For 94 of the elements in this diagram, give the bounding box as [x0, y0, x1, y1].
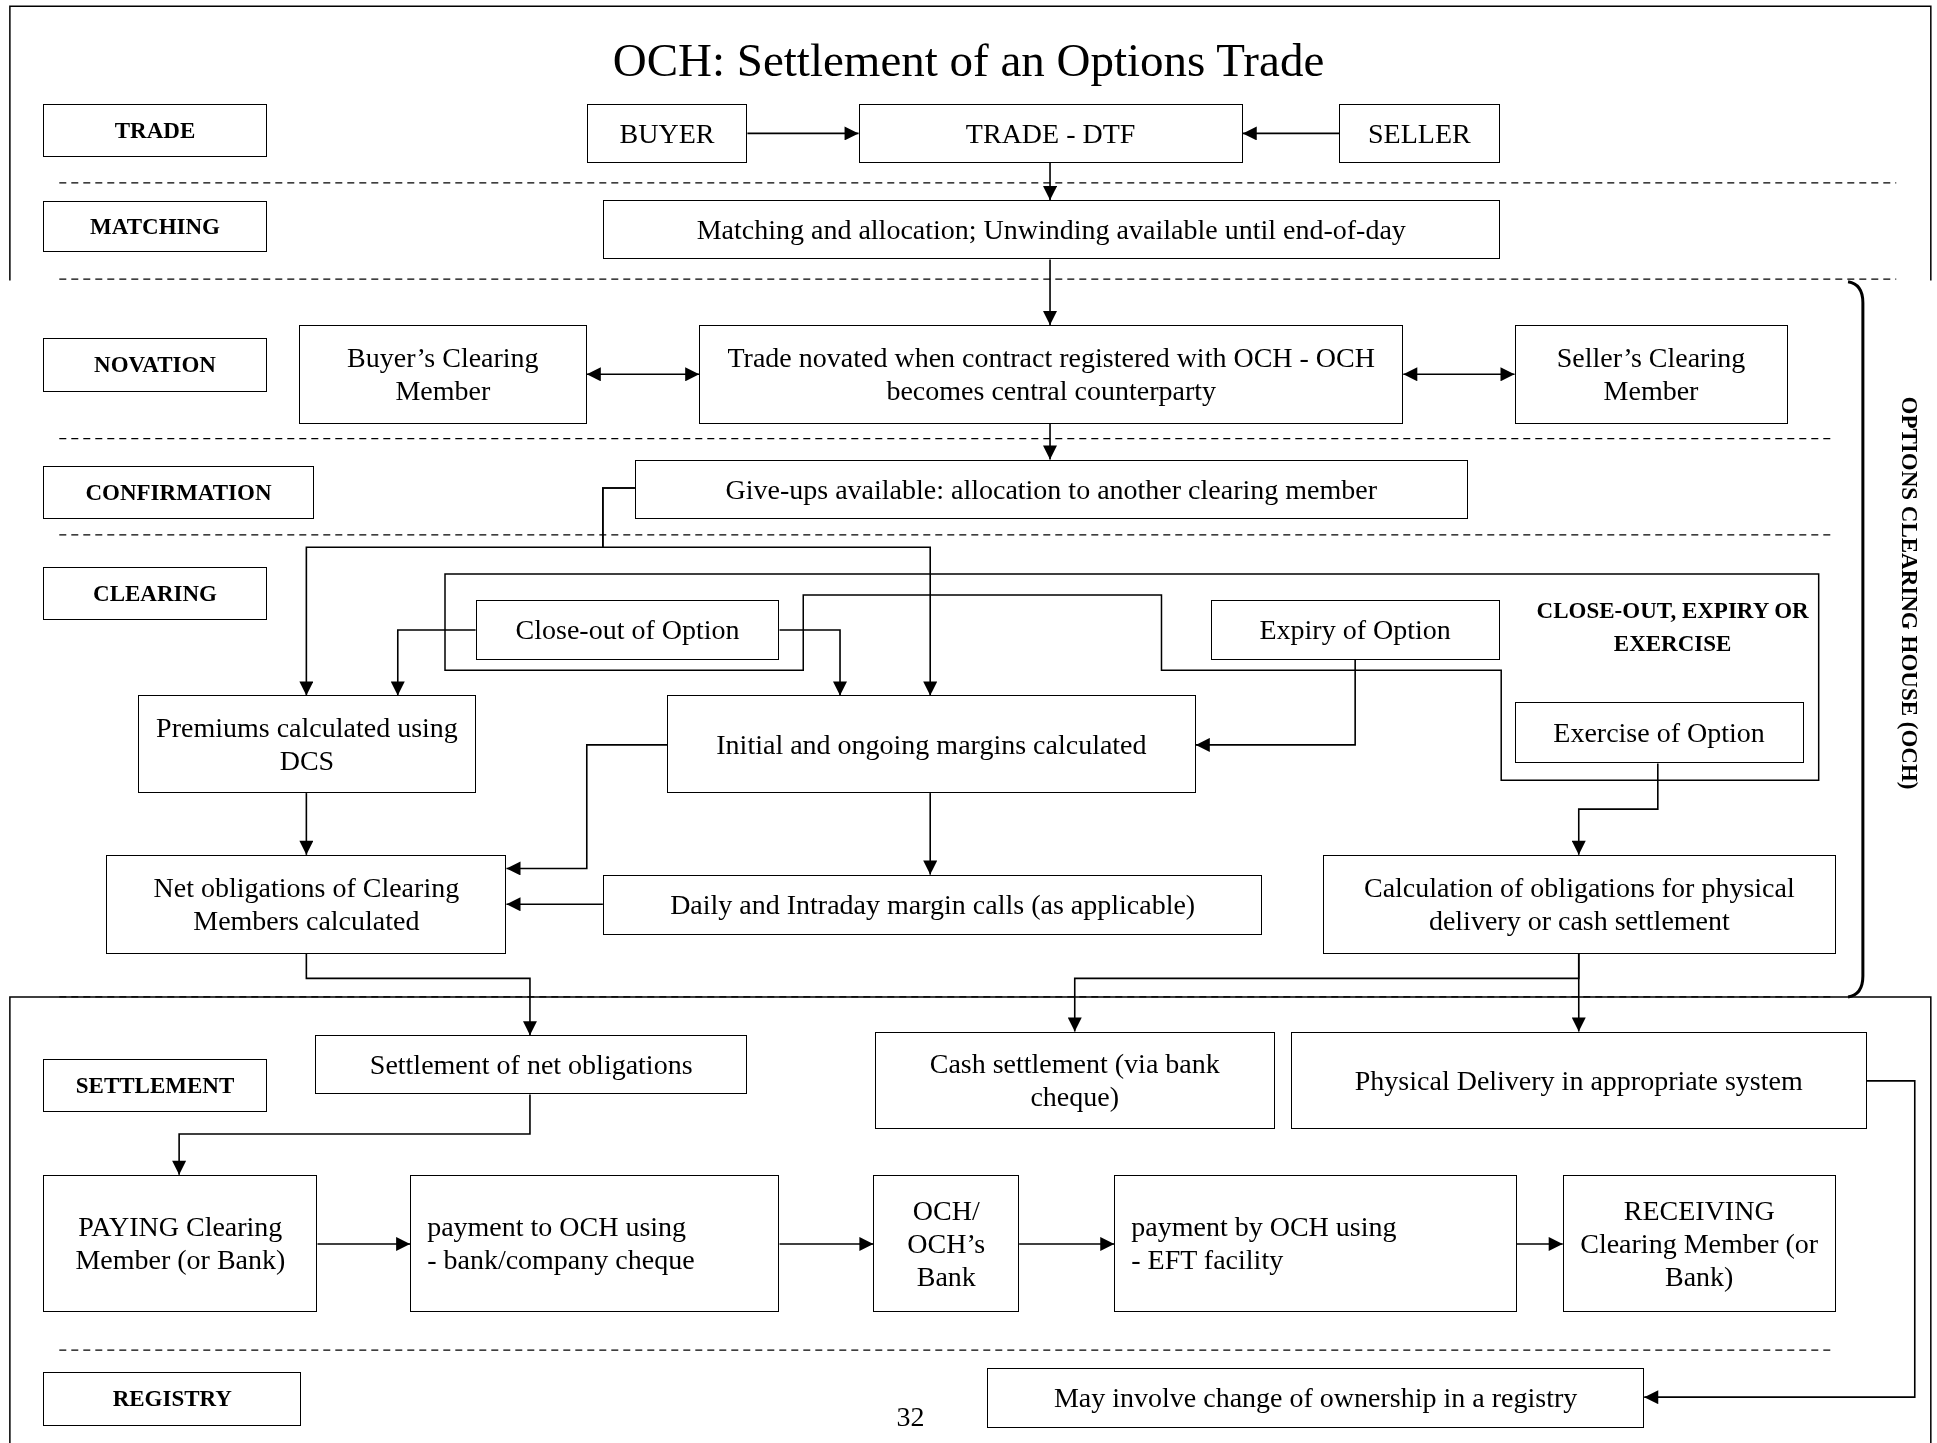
process-box — [699, 324, 1404, 424]
arrow — [505, 744, 668, 876]
box-text: MATCHING — [90, 213, 220, 241]
process-box — [874, 1031, 1275, 1130]
process-box — [858, 103, 1243, 164]
box-text: Seller’s Clearing Member — [1555, 341, 1747, 408]
arrow — [172, 1093, 531, 1176]
box-text: Close-out of Option — [515, 613, 740, 647]
box-text: Exercise of Option — [1553, 716, 1765, 750]
process-box — [1323, 854, 1836, 954]
arrow — [305, 952, 537, 1036]
box-text: Physical Delivery in appropriate system — [1354, 1063, 1803, 1097]
box-text: Cash settlement (via bank cheque) — [928, 1047, 1221, 1114]
box-text: Calculation of obligations for physical delivery or cash settlement — [1362, 871, 1796, 938]
arrow — [778, 629, 848, 697]
arrow — [505, 897, 604, 912]
arrow — [1043, 258, 1058, 326]
box-text: Daily and Intraday margin calls (as applicable) — [670, 888, 1196, 922]
title: OCH: Settlement of an Options Trade — [611, 37, 1326, 85]
page-number: 32 — [896, 1400, 925, 1433]
box-text: - bank/company cheque — [427, 1243, 695, 1277]
box-text: PAYING Clearing Member (or Bank) — [74, 1210, 287, 1277]
arrow — [299, 792, 314, 856]
process-box — [667, 695, 1196, 794]
arrow — [1241, 126, 1340, 141]
arrow — [602, 487, 938, 697]
process-box — [602, 874, 1263, 936]
arrow — [1571, 952, 1586, 1033]
box-text: May involve change of ownership in a registry — [1053, 1381, 1578, 1415]
process-box — [1290, 1031, 1867, 1130]
group-heading: CLOSE-OUT, EXPIRY OR EXERCISE — [1535, 597, 1810, 658]
arrow — [390, 629, 477, 697]
process-box — [410, 1174, 780, 1312]
box-text: Net obligations of Clearing Members calculated — [152, 871, 461, 938]
process-box — [987, 1367, 1645, 1429]
box-text: CONFIRMATION — [85, 478, 272, 506]
box-text: TRADE — [114, 116, 196, 144]
double-arrow — [1402, 367, 1516, 382]
box-text: RECEIVING Clearing Member (or Bank) — [1579, 1193, 1819, 1293]
stage-label-box — [43, 201, 267, 252]
vertical-label: OPTIONS CLEARING HOUSE (OCH) — [1895, 396, 1922, 790]
double-arrow — [586, 367, 700, 382]
process-box — [586, 103, 748, 164]
box-text: Expiry of Option — [1259, 613, 1451, 647]
stage-label-box — [43, 567, 267, 621]
box-text: Give-ups available: allocation to another clearing member — [725, 472, 1377, 506]
arrow — [923, 792, 938, 876]
stage-label-box — [43, 338, 267, 392]
stage-label-box — [43, 1372, 302, 1426]
process-box — [634, 459, 1468, 519]
process-box — [43, 1174, 318, 1312]
box-text: - EFT facility — [1131, 1243, 1284, 1277]
process-box — [602, 200, 1500, 260]
box-text: Premiums calculated using DCS — [155, 711, 459, 778]
process-box — [873, 1174, 1020, 1312]
process-box — [1339, 103, 1500, 164]
box-text: Settlement of net obligations — [369, 1048, 693, 1082]
box-text: Trade novated when contract registered with OCH - OCH becomes central counterparty — [726, 341, 1376, 408]
arrow — [778, 1237, 875, 1251]
process-box — [298, 324, 587, 424]
box-text: Buyer’s Clearing Member — [346, 341, 540, 408]
box-text: payment to OCH using — [427, 1210, 687, 1244]
arrow — [316, 1237, 411, 1251]
process-box — [1514, 324, 1788, 424]
arrow — [746, 126, 860, 141]
stage-label-box — [43, 103, 267, 157]
arrow — [1043, 422, 1058, 461]
stage-label-box — [43, 465, 314, 519]
arrow — [1516, 1237, 1564, 1251]
box-text: TRADE - DTF — [965, 116, 1136, 150]
box-text: BUYER — [619, 116, 715, 150]
box-text: SELLER — [1368, 116, 1471, 150]
box-text: OCH/ OCH’s Bank — [906, 1193, 987, 1293]
box-text: CLEARING — [93, 580, 217, 608]
box-text: Matching and allocation; Unwinding available until end-of-day — [696, 213, 1406, 247]
process-box — [1210, 600, 1500, 660]
stage-label-box — [43, 1058, 267, 1112]
process-box — [106, 854, 507, 954]
box-text: SETTLEMENT — [75, 1071, 235, 1099]
box-text: REGISTRY — [112, 1385, 232, 1413]
process-box — [475, 600, 780, 660]
process-box — [138, 695, 476, 794]
arrow — [1043, 162, 1058, 201]
process-box — [1562, 1174, 1836, 1312]
box-text: Initial and ongoing margins calculated — [716, 727, 1147, 761]
process-box — [1114, 1174, 1517, 1312]
box-text: NOVATION — [94, 351, 216, 379]
arrow — [1571, 762, 1659, 856]
arrow — [1643, 1080, 1916, 1405]
process-box — [315, 1035, 748, 1095]
arrow — [1195, 658, 1356, 752]
process-box — [1514, 701, 1804, 764]
box-text: payment by OCH using — [1131, 1210, 1397, 1244]
arrow — [1018, 1237, 1116, 1251]
